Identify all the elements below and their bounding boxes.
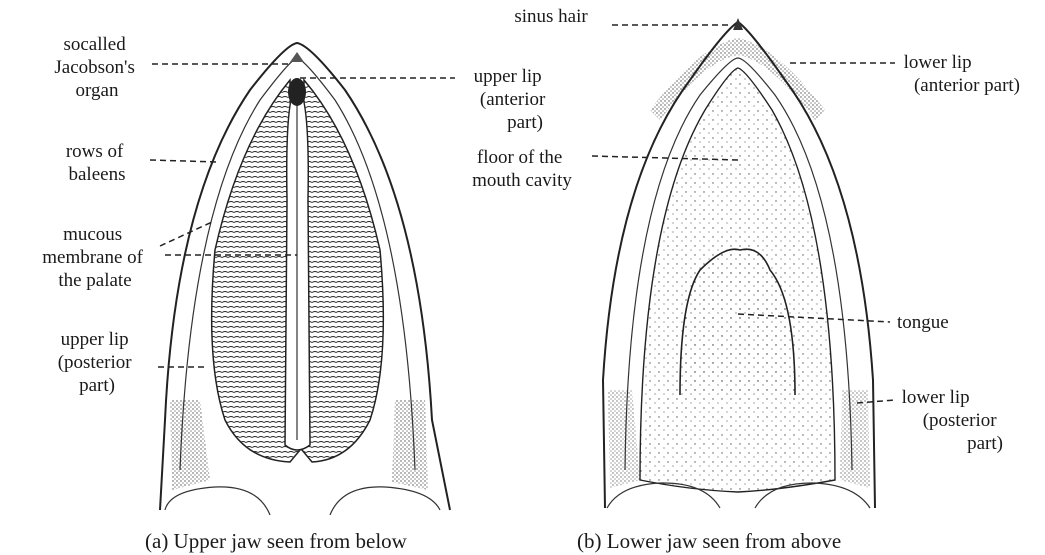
- label-upper-lip-posterior: upper lip (posterior part): [58, 329, 137, 396]
- label-lower-lip-anterior-line-1: lower lip: [904, 52, 972, 73]
- lower-lip-posterior-shading-left: [608, 390, 640, 488]
- label-floor-line-2: mouth cavity: [472, 170, 572, 191]
- label-jacobson-line-2: Jacobson's: [54, 57, 134, 78]
- lower-lip-posterior-shading-right: [840, 390, 870, 488]
- label-jacobson-line-3: organ: [76, 80, 119, 101]
- label-lower-lip-anterior-line-2: (anterior part): [914, 75, 1020, 96]
- label-mucous-line-2: membrane of: [42, 247, 143, 268]
- jacobson-organ: [288, 78, 306, 106]
- label-upper-lip-anterior-line-2: (anterior: [480, 89, 546, 110]
- label-upper-lip-posterior-line-1: upper lip: [61, 329, 129, 350]
- lower-jaw-figure: [603, 18, 875, 508]
- label-baleens-line-1: rows of: [66, 141, 124, 162]
- label-mucous-line-1: mucous: [63, 224, 122, 245]
- label-mucous-line-3: the palate: [58, 270, 131, 291]
- label-lower-lip-posterior-line-3: part): [967, 433, 1003, 454]
- label-sinus-hair: sinus hair: [514, 6, 588, 27]
- label-upper-lip-posterior-line-2: (posterior: [58, 352, 133, 373]
- upper-jaw-figure: [160, 43, 450, 515]
- upper-lip-posterior-shading-right: [392, 400, 428, 490]
- label-jacobson: socalled Jacobson's organ: [54, 34, 139, 101]
- label-upper-lip-anterior-line-3: part): [507, 112, 543, 133]
- label-upper-lip-posterior-line-3: part): [79, 375, 115, 396]
- label-lower-lip-posterior-line-1: lower lip: [902, 387, 970, 408]
- caption-lower-jaw: (b) Lower jaw seen from above: [577, 529, 841, 553]
- label-floor-line-1: floor of the: [477, 147, 562, 168]
- label-sinus-line-1: sinus hair: [514, 6, 588, 27]
- label-upper-lip-anterior-line-1: upper lip: [474, 66, 542, 87]
- label-baleens: rows of baleens: [66, 141, 128, 185]
- caption-upper-jaw: (a) Upper jaw seen from below: [145, 529, 408, 553]
- label-lower-lip-anterior: lower lip (anterior part): [904, 52, 1020, 96]
- upper-jaw-base: [165, 487, 440, 515]
- leader-mucous-1: [160, 222, 212, 246]
- label-jacobson-line-1: socalled: [63, 34, 126, 55]
- upper-lip-posterior-shading: [170, 400, 210, 490]
- label-floor: floor of the mouth cavity: [472, 147, 572, 191]
- label-upper-lip-anterior: upper lip (anterior part): [474, 66, 550, 133]
- leader-baleens: [150, 160, 218, 162]
- snout-tip: [290, 52, 304, 62]
- label-mucous-membrane: mucous membrane of the palate: [42, 224, 148, 291]
- label-tongue: tongue: [897, 312, 949, 333]
- label-tongue-line-1: tongue: [897, 312, 949, 333]
- label-lower-lip-posterior-line-2: (posterior: [923, 410, 998, 431]
- label-baleens-line-2: baleens: [69, 164, 126, 185]
- label-lower-lip-posterior: lower lip (posterior part): [902, 387, 1003, 454]
